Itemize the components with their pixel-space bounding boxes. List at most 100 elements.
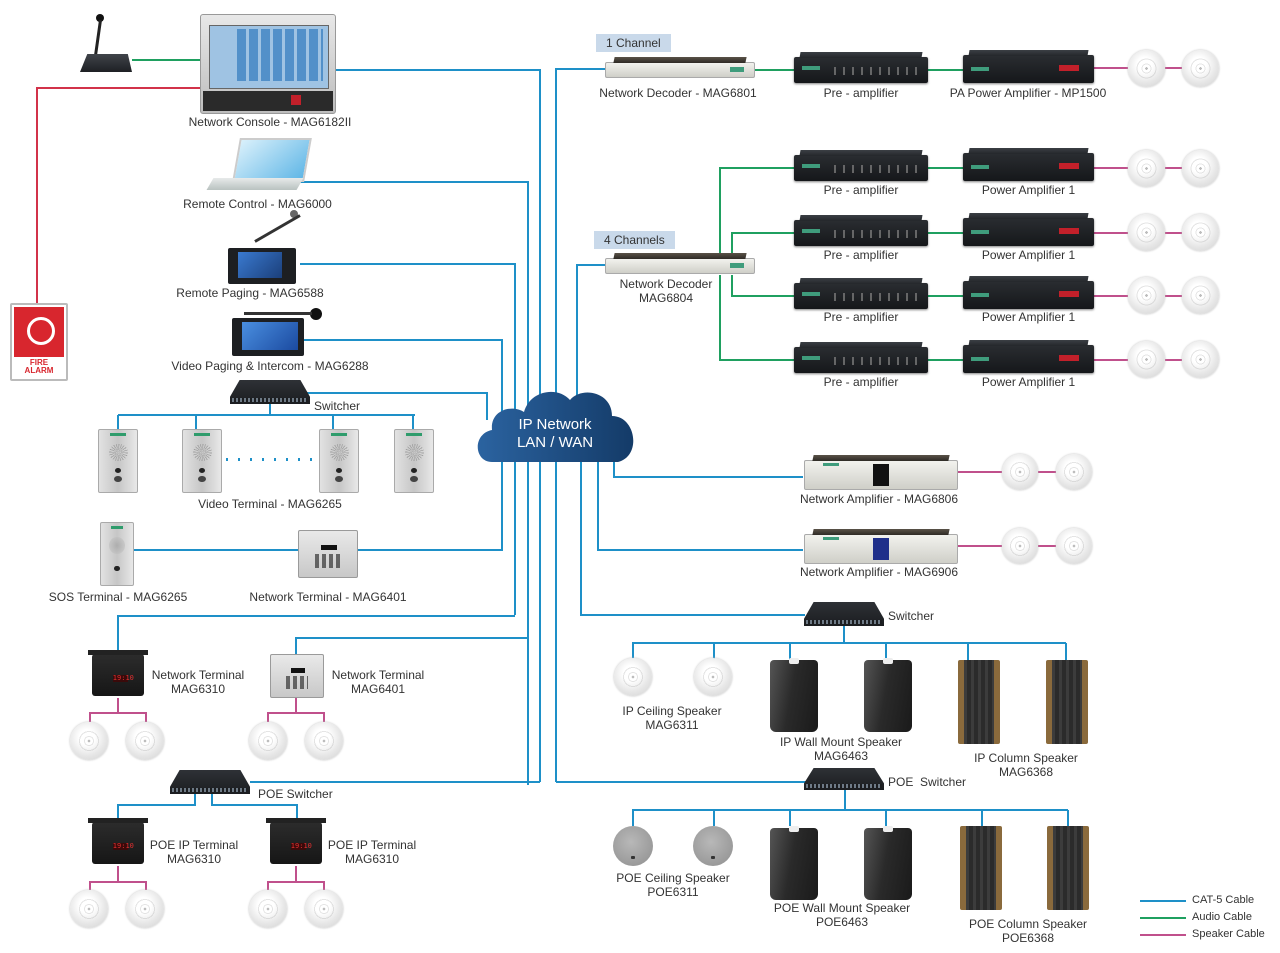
network-terminal-6401[interactable] <box>298 530 358 578</box>
pre-amplifier-ch1[interactable] <box>794 155 928 181</box>
ip-wall-speaker[interactable] <box>864 658 912 732</box>
remote-control-laptop[interactable] <box>206 138 312 194</box>
cable-amp-6806 <box>613 460 803 478</box>
poe-ceiling-speaker[interactable] <box>613 826 653 866</box>
poe-terminal-a-label: POE IP Terminal MAG6310 <box>144 838 244 866</box>
poe-wall-speaker[interactable] <box>770 826 818 900</box>
cloud-line1: IP Network <box>518 416 592 433</box>
poe-switcher-left[interactable] <box>170 770 250 794</box>
video-terminal[interactable] <box>182 429 222 493</box>
ceiling-speaker[interactable] <box>70 890 108 928</box>
cable-decoder-6801 <box>555 68 606 782</box>
fire-alarm-line1: FIRE <box>29 358 49 367</box>
cable-amp-6906 <box>597 462 803 551</box>
desk-microphone[interactable] <box>80 14 132 74</box>
ceiling-speaker[interactable] <box>1128 277 1165 314</box>
sos-terminal-label: SOS Terminal - MAG6265 <box>48 590 188 604</box>
poe-column-line1: POE Column Speaker <box>968 917 1088 931</box>
ceiling-speaker[interactable] <box>1128 341 1165 378</box>
cable-console <box>332 69 541 782</box>
switcher-right[interactable] <box>804 602 884 626</box>
power-amplifier-ch1[interactable] <box>963 153 1094 181</box>
poe-ip-terminal-b[interactable]: 19:10 <box>266 818 326 864</box>
video-paging-station[interactable] <box>232 308 328 358</box>
pre-amplifier-ch3[interactable] <box>794 283 928 309</box>
ceiling-speaker[interactable] <box>126 890 164 928</box>
fire-alarm[interactable]: FIRE ALARM <box>10 303 68 381</box>
nt-6310-label: Network Terminal MAG6310 <box>146 668 250 696</box>
network-decoder-6801[interactable] <box>605 62 755 78</box>
pre-amp-label: Pre - amplifier <box>823 86 899 100</box>
ip-wall-label: IP Wall Mount Speaker MAG6463 <box>770 735 912 763</box>
ceiling-speaker[interactable] <box>1182 214 1219 251</box>
ceiling-speaker[interactable] <box>1182 341 1219 378</box>
ceiling-speaker[interactable] <box>70 722 108 760</box>
poe-ceiling-label: POE Ceiling Speaker POE6311 <box>608 871 738 899</box>
network-console[interactable] <box>200 14 336 114</box>
network-terminal-6310[interactable]: 19:10 <box>88 650 148 696</box>
ch1-pre-label: Pre - amplifier <box>823 183 899 197</box>
tag-1-channel: 1 Channel <box>596 34 671 52</box>
video-terminal[interactable] <box>98 429 138 493</box>
ch3-amp-label: Power Amplifier 1 <box>981 310 1076 324</box>
cable-switcher-tree <box>117 404 415 430</box>
ceiling-speaker[interactable] <box>249 890 287 928</box>
ip-column-speaker[interactable] <box>1046 660 1088 744</box>
ceiling-speaker[interactable] <box>1182 277 1219 314</box>
switcher-left[interactable] <box>230 380 310 404</box>
power-amplifier-ch3[interactable] <box>963 281 1094 309</box>
sos-terminal[interactable] <box>100 522 134 586</box>
poe-column-speaker[interactable] <box>1047 826 1089 910</box>
ceiling-speaker[interactable] <box>1056 454 1092 490</box>
pre-amplifier[interactable] <box>794 57 928 83</box>
video-terminal[interactable] <box>394 429 434 493</box>
legend-speaker-swatch <box>1140 934 1186 936</box>
net-amp-6906-label: Network Amplifier - MAG6906 <box>799 565 959 579</box>
nt-6401-line2: MAG6401 <box>350 682 406 696</box>
network-decoder-6804[interactable] <box>605 258 755 274</box>
audio-4ch-3 <box>731 275 796 297</box>
video-paging-label: Video Paging & Intercom - MAG6288 <box>171 359 369 373</box>
ip-wall-speaker[interactable] <box>770 658 818 732</box>
ceiling-speaker[interactable] <box>1128 50 1165 87</box>
ceiling-speaker[interactable] <box>305 890 343 928</box>
power-amplifier-ch2[interactable] <box>963 218 1094 246</box>
network-amplifier-6906[interactable] <box>804 534 958 564</box>
ceiling-speaker[interactable] <box>1056 528 1092 564</box>
ip-ceiling-speaker[interactable] <box>614 658 652 696</box>
video-terminal[interactable] <box>319 429 359 493</box>
poe-ceiling-speaker[interactable] <box>693 826 733 866</box>
ceiling-speaker[interactable] <box>126 722 164 760</box>
ip-ceiling-speaker[interactable] <box>694 658 732 696</box>
poe-switcher-left-label: POE Switcher <box>258 787 333 801</box>
ceiling-speaker[interactable] <box>1182 150 1219 187</box>
pre-amplifier-ch4[interactable] <box>794 347 928 373</box>
network-amplifier-6806[interactable] <box>804 460 958 490</box>
poe-ceiling-line2: POE6311 <box>647 885 699 899</box>
nt-6310-line2: MAG6310 <box>170 682 226 696</box>
poe-column-speaker[interactable] <box>960 826 1002 910</box>
network-terminal-6401-b[interactable] <box>270 654 324 698</box>
audio-4ch-1 <box>719 167 796 262</box>
poe-terminal-b-line1: POE IP Terminal <box>327 838 417 852</box>
remote-paging-station[interactable] <box>228 210 324 286</box>
ceiling-speaker[interactable] <box>1182 50 1219 87</box>
power-amplifier-ch4[interactable] <box>963 345 1094 373</box>
legend-audio-label: Audio Cable <box>1192 911 1252 923</box>
pa-power-amplifier[interactable] <box>963 55 1094 83</box>
network-terminal-6401-label: Network Terminal - MAG6401 <box>249 590 407 604</box>
video-terminal-label: Video Terminal - MAG6265 <box>198 497 342 511</box>
ceiling-speaker[interactable] <box>1002 454 1038 490</box>
ip-column-speaker[interactable] <box>958 660 1000 744</box>
ceiling-speaker[interactable] <box>1128 214 1165 251</box>
poe-ip-terminal-a[interactable]: 19:10 <box>88 818 148 864</box>
poe-switcher-right[interactable] <box>804 768 884 790</box>
ceiling-speaker[interactable] <box>305 722 343 760</box>
pre-amplifier-ch2[interactable] <box>794 220 928 246</box>
ceiling-speaker[interactable] <box>249 722 287 760</box>
ceiling-speaker[interactable] <box>1128 150 1165 187</box>
poe-wall-speaker[interactable] <box>864 826 912 900</box>
net-amp-6806-label: Network Amplifier - MAG6806 <box>799 492 959 506</box>
ceiling-speaker[interactable] <box>1002 528 1038 564</box>
